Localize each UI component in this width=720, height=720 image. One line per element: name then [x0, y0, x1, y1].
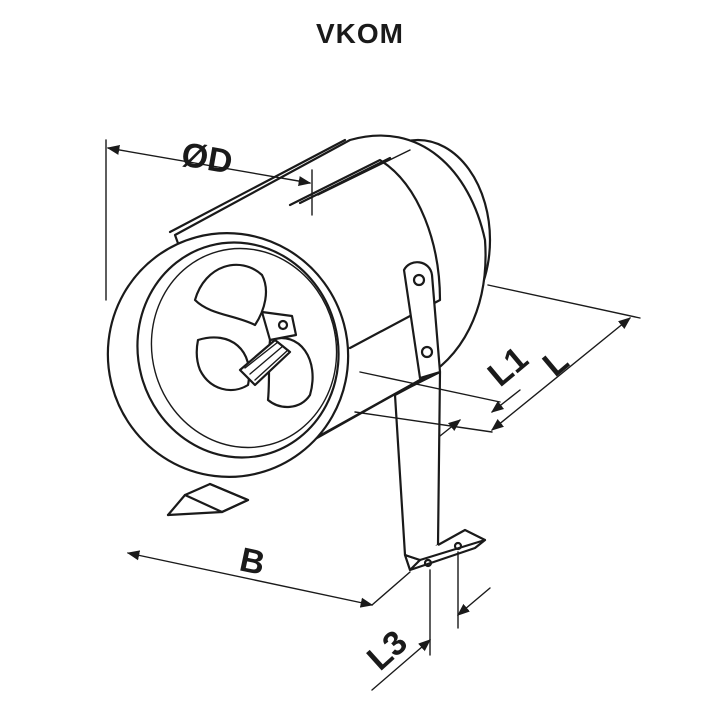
dimension-length3: L3 [360, 551, 491, 691]
dimension-length1-label: L1 [481, 340, 536, 395]
motor-hub [238, 338, 292, 387]
product-title: VKOM [316, 18, 404, 49]
dimension-base-label: B [236, 541, 268, 583]
motor-strut [260, 310, 298, 342]
dimension-diameter: ØD [105, 135, 313, 301]
dimension-length3-label: L3 [360, 623, 415, 678]
dimension-length-label: L [536, 342, 576, 384]
mounting-foot-front [166, 482, 250, 517]
impeller [193, 263, 314, 408]
dimension-base: B [126, 541, 411, 608]
dimension-diameter-label: ØD [179, 135, 236, 181]
